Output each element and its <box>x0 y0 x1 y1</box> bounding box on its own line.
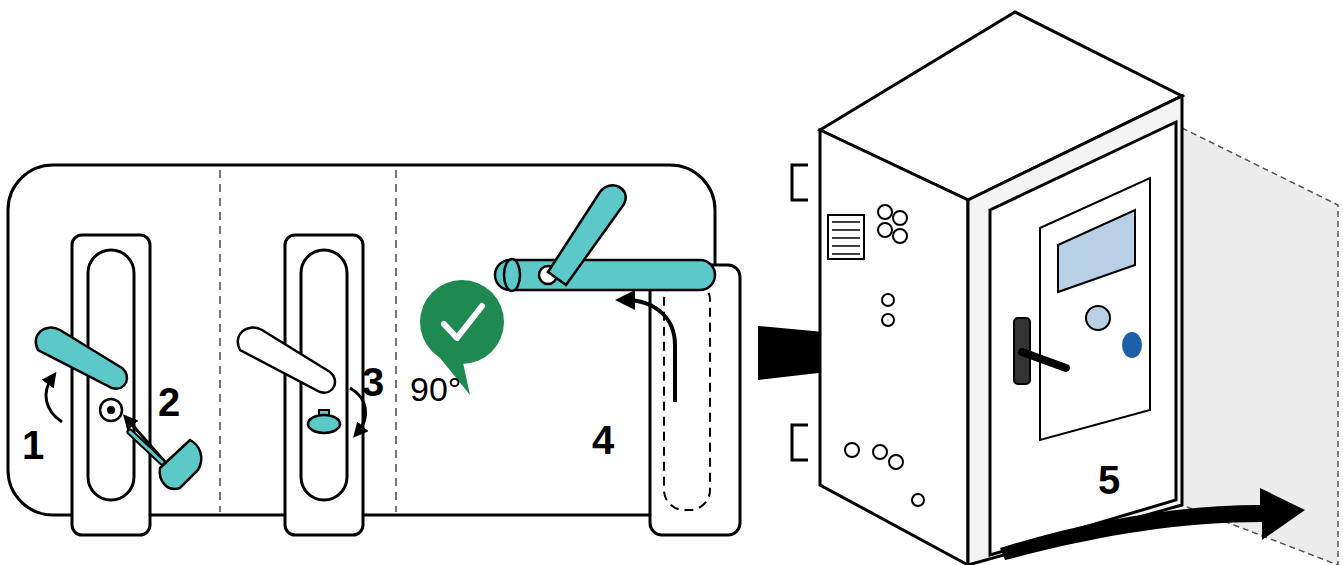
display-panel <box>1040 178 1150 440</box>
fitting <box>845 443 859 457</box>
open-door-arrow <box>1000 488 1305 560</box>
handle-ghost <box>664 280 710 510</box>
brand-badge <box>1122 332 1142 358</box>
mount-bracket <box>792 165 808 200</box>
rotate-arrow <box>625 300 675 402</box>
mount-bracket <box>792 425 808 460</box>
handle-rotated <box>495 260 715 290</box>
callout-number: 2 <box>158 382 180 422</box>
cable-gland <box>878 205 892 219</box>
fitting <box>873 445 887 459</box>
key-head <box>308 415 340 433</box>
door-lever <box>1022 352 1066 368</box>
keyhole <box>100 399 122 421</box>
fitting <box>889 455 903 469</box>
vent-grille <box>828 215 864 259</box>
check-badge <box>420 280 504 364</box>
handle-lever <box>238 328 335 393</box>
vent-slats <box>832 222 860 254</box>
check-mark <box>444 306 482 338</box>
handle-step-4 <box>420 185 740 535</box>
handle-frame <box>650 265 740 535</box>
step-divider <box>219 170 221 512</box>
angle-label: 90° <box>410 372 461 406</box>
key <box>160 440 202 489</box>
callout-number: 5 <box>1098 460 1120 500</box>
display-screen <box>1058 210 1135 292</box>
cabinet-side <box>820 130 968 565</box>
step-divider <box>395 170 397 512</box>
callout-number: 3 <box>362 362 384 402</box>
key-head <box>504 259 520 291</box>
lift-arrow <box>46 378 62 422</box>
handle-lever <box>548 185 626 285</box>
cable-gland <box>878 223 892 237</box>
keyhole-core <box>107 406 115 414</box>
fitting <box>882 294 894 306</box>
callout-number: 4 <box>592 420 614 460</box>
cable-gland <box>893 229 907 243</box>
handle-step-1 <box>36 235 201 535</box>
handle-step-3 <box>238 235 366 535</box>
key-shaft-fill <box>130 432 162 462</box>
insert-arrow <box>128 420 172 470</box>
fitting <box>912 494 924 506</box>
keypad <box>1086 306 1110 330</box>
cabinet-front <box>968 96 1182 565</box>
cabinet-door <box>990 122 1176 555</box>
key-shaft <box>130 432 162 462</box>
callout-number: 1 <box>22 425 44 465</box>
analyzer-cabinet <box>792 12 1182 565</box>
cable-gland <box>893 211 907 225</box>
fitting <box>882 314 894 326</box>
